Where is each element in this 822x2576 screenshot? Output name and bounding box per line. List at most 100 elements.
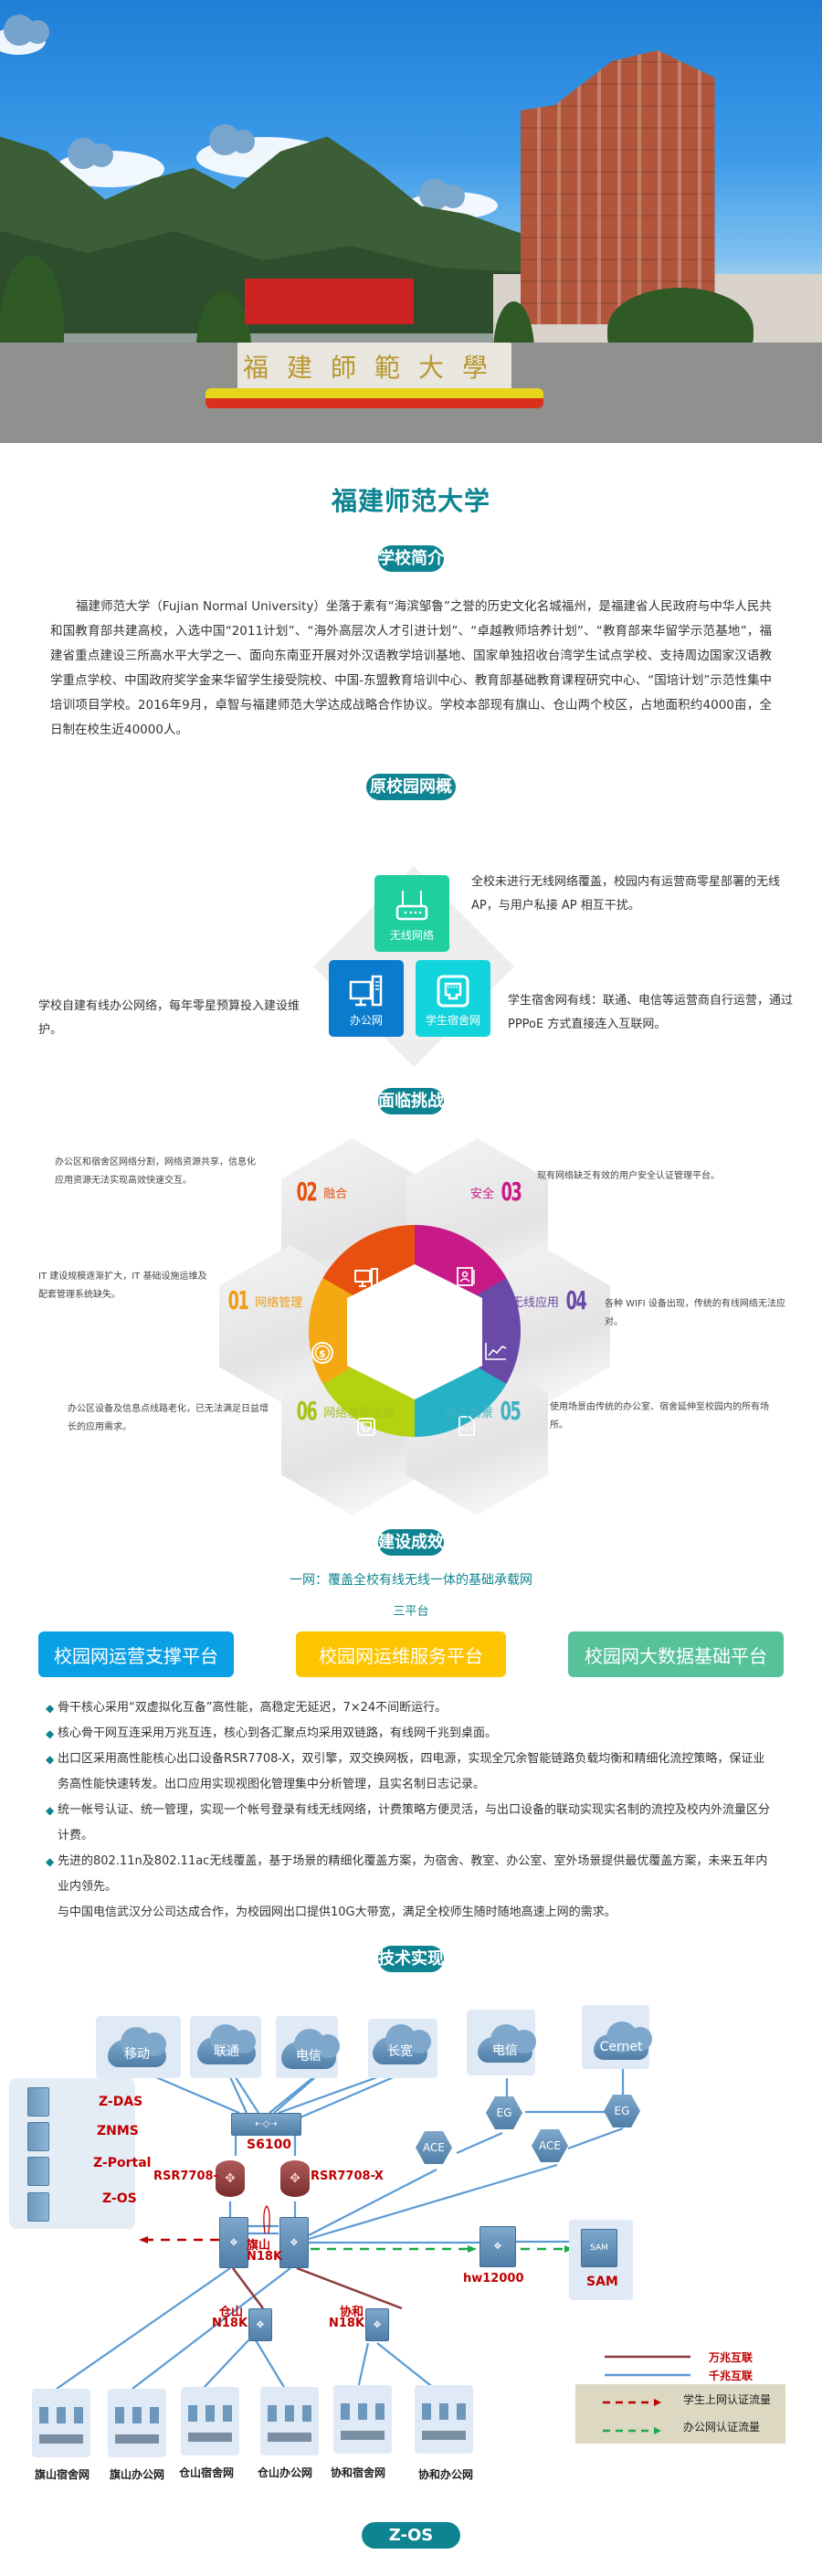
core-switch-icon-1: ✥ <box>219 2217 248 2268</box>
core-switch-icon-2: ✥ <box>279 2217 309 2268</box>
three-platforms-label: 三平台 <box>393 1605 429 1619</box>
tile-label: 办公网 <box>349 1014 383 1027</box>
challenge-number: 04 <box>565 1285 587 1315</box>
section-heading-intro: 学校简介 <box>378 545 444 572</box>
challenge-number: 03 <box>501 1177 522 1207</box>
challenge-name: 网络管理 <box>255 1296 303 1310</box>
bullet-text: 核心骨干网互连采用万兆互连，核心到各汇聚点均采用双链路，有线网千兆到桌面。 <box>58 1726 498 1740</box>
legend-dash-arrows <box>603 2399 661 2434</box>
svg-text:</>: </> <box>460 1424 474 1432</box>
device-label: ACE <box>539 2139 561 2152</box>
challenge-number: 05 <box>500 1396 522 1426</box>
xiehe-label-1: 协和 <box>340 2306 364 2319</box>
challenge-04-text: 各种 WIFI 设备出现，传统的有线网络无法应对。 <box>605 1299 785 1327</box>
diamond-bullet-icon: ◆ <box>46 1727 55 1740</box>
platform-maintenance-service: 校园网运维服务平台 <box>296 1631 506 1677</box>
sam-server-icon: SAM <box>581 2229 617 2267</box>
server-label-zos: Z-OS <box>102 2191 137 2206</box>
section-heading-overview: 原校园网概况 <box>366 774 456 823</box>
tile-label: 学生宿舍网 <box>425 1014 480 1027</box>
cloud-label: 电信 <box>296 2049 321 2064</box>
bullet-item: ◆骨干核心采用“双虚拟化互备”高性能，高稳定无延迟，7×24不间断运行。 <box>46 1695 776 1721</box>
cloud-isp-mobile: 移动 <box>108 2027 166 2067</box>
core-label-n18k: N18K <box>247 2250 283 2264</box>
router-label-left: RSR7708- <box>153 2170 218 2183</box>
legend-1g: 千兆互联 <box>709 2370 754 2382</box>
bullet-text: 先进的802.11n及802.11ac无线覆盖，基于场景的精细化覆盖方案，为宿舍… <box>58 1854 768 1894</box>
server-icon <box>27 2087 49 2117</box>
challenge-03-text: 现有网络缺乏有效的用户安全认证管理平台。 <box>537 1171 720 1181</box>
net-box-qishan-dorm <box>32 2389 90 2457</box>
diamond-bullet-icon: ◆ <box>46 1804 55 1817</box>
challenge-05-heading: 接入场景 05 <box>446 1399 524 1424</box>
celebration-banner <box>245 279 414 324</box>
bullet-item: ◆先进的802.11n及802.11ac无线覆盖，基于场景的精细化覆盖方案，为宿… <box>46 1849 776 1900</box>
tile-dorm-network: 学生宿舍网 <box>416 960 490 1037</box>
router-label-right: RSR7708-X <box>311 2170 384 2183</box>
flower-bed <box>206 388 543 408</box>
challenge-number: 01 <box>227 1285 249 1315</box>
core-label-qishan: 旗山 <box>247 2239 271 2253</box>
hero-campus-photo: 福建師範大學 <box>0 0 822 443</box>
network-topology-diagram: 移动 联通 电信 长宽 电信 Cernet EG EG ACE ACE Z-DA… <box>0 1987 822 2498</box>
legend-student-auth: 学生上网认证流量 <box>683 2393 772 2406</box>
cangshan-label-2: N18K <box>212 2317 248 2330</box>
legend-10g: 万兆互联 <box>709 2351 754 2364</box>
bullet-text: 出口区采用高性能核心出口设备RSR7708-X，双引擎，双交换网板，四电源，实现… <box>58 1752 765 1791</box>
dollar-coin-icon: $ <box>311 1341 334 1365</box>
overview-diagram: 无线网络 办公网 学生宿舍网 全校未进行无线网络覆盖，校园内有运营商零星部署的无… <box>0 823 822 1067</box>
ethernet-port-icon <box>354 1417 378 1441</box>
bullet-item: ◆核心骨干网互连采用万兆互连，核心到各汇聚点均采用双链路，有线网千兆到桌面。 <box>46 1721 776 1747</box>
section-heading-results: 建设成效 <box>378 1529 444 1556</box>
challenge-06-heading: 06 网络基础设施 <box>292 1399 395 1424</box>
code-file-icon: </> <box>455 1415 479 1439</box>
challenge-01-heading: 01 网络管理 <box>224 1288 302 1314</box>
cloud-label: Cernet <box>599 2040 643 2054</box>
one-network-text: 一网：覆盖全校有线无线一体的基础承载网 <box>290 1573 532 1588</box>
net-label: 旗山办公网 <box>110 2468 165 2481</box>
challenge-number: 06 <box>296 1396 318 1426</box>
cloud-isp-telecom-2: 电信 <box>478 2024 536 2063</box>
cloud-label: 长宽 <box>387 2044 413 2059</box>
xiehe-label-2: N18K <box>329 2317 365 2330</box>
closing-text: 与中国电信武汉分公司达成合作，为校园网出口提供10G大带宽，满足全校师生随时随地… <box>58 1906 616 1919</box>
bullet-item: ◆出口区采用高性能核心出口设备RSR7708-X，双引擎，双交换网板，四电源，实… <box>46 1747 776 1798</box>
overview-dorm-text: 学生宿舍网有线：联通、电信等运营商自行运营，通过 PPPoE 方式直接连入互联网… <box>508 994 794 1031</box>
cloud-label: 电信 <box>492 2043 518 2058</box>
net-label: 旗山宿舍网 <box>35 2468 90 2481</box>
tile-label: 无线网络 <box>389 929 434 942</box>
computer-icon <box>354 1268 378 1292</box>
platform-big-data: 校园网大数据基础平台 <box>568 1631 784 1677</box>
device-label: EG <box>496 2106 512 2119</box>
net-box-qishan-office <box>108 2389 166 2457</box>
server-icon <box>27 2192 49 2222</box>
diamond-bullet-icon: ◆ <box>46 1702 55 1715</box>
gate-inscription: 福建師範大學 <box>242 353 506 383</box>
challenge-06-text: 办公区设备及信息点线路老化，已无法满足日益增长的应用需求。 <box>68 1404 269 1432</box>
challenge-03-heading: 安全 03 <box>470 1179 525 1205</box>
topology-links <box>56 2064 690 2390</box>
hw12000-label: hw12000 <box>463 2272 524 2286</box>
router-icon-left: ✥ <box>216 2160 245 2197</box>
challenges-hex-diagram: $ </> 02 融合 安全 03 01 网络管理 无线应用 04 06 网络基… <box>0 1131 822 1533</box>
legend-office-auth: 办公网认证流量 <box>683 2421 761 2433</box>
line-chart-icon <box>484 1341 508 1365</box>
server-icon <box>27 2122 49 2151</box>
s6100-switch-icon: ⇠◇⇢ <box>231 2113 301 2136</box>
overview-wireless-text: 全校未进行无线网络覆盖，校园内有运营商零星部署的无线 AP，与用户私接 AP 相… <box>471 875 781 913</box>
hw12000-switch-icon: ✥ <box>480 2226 516 2267</box>
router-icon-right: ✥ <box>280 2160 310 2197</box>
bullet-text: 骨干核心采用“双虚拟化互备”高性能，高稳定无延迟，7×24不间断运行。 <box>58 1701 448 1715</box>
challenge-05-text: 使用场景由传统的办公室、宿舍延伸至校园内的所有场所。 <box>550 1402 769 1431</box>
cloud-label: 移动 <box>124 2047 150 2062</box>
intro-paragraph: 福建师范大学（Fujian Normal University）坐落于素有“海滨… <box>50 599 772 737</box>
gate-stone: 福建師範大學 <box>237 343 511 393</box>
section-heading-tech: 技术实现 <box>378 1946 444 1972</box>
cangshan-label-1: 仓山 <box>219 2306 244 2319</box>
legend-box: 学生上网认证流量 办公网认证流量 <box>575 2384 785 2444</box>
platforms-row: 校园网运营支撑平台 校园网运维服务平台 校园网大数据基础平台 <box>38 1631 784 1677</box>
sam-icon-text: SAM <box>590 2243 608 2253</box>
eg-gateway-2: EG <box>604 2095 640 2127</box>
xiehe-switch-icon: ✥ <box>365 2308 389 2341</box>
challenge-name: 接入场景 <box>446 1407 494 1420</box>
